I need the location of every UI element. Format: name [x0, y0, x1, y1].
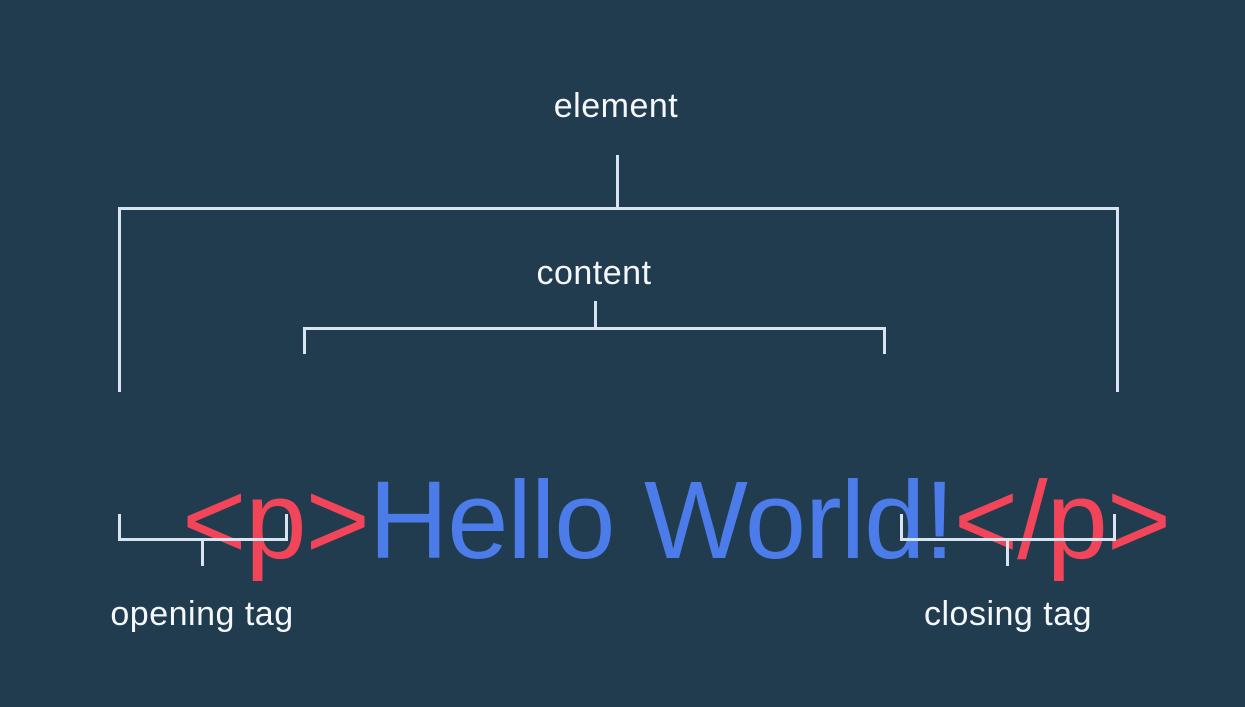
content-stem-line — [594, 301, 597, 328]
content-label: content — [536, 254, 652, 292]
opening-tag-code: <p> — [182, 459, 370, 582]
closing-tag-bracket — [900, 514, 1116, 541]
element-bracket — [118, 207, 1119, 392]
element-stem-line — [616, 155, 619, 208]
content-code: Hello World! — [368, 459, 955, 582]
opening-tag-tick-line — [201, 540, 204, 566]
element-label: element — [553, 87, 679, 125]
code-line: <p>Hello World!</p> — [64, 356, 1171, 686]
closing-tag-label: closing tag — [923, 595, 1093, 633]
closing-tag-code: </p> — [953, 459, 1171, 582]
content-bracket — [303, 327, 886, 354]
closing-tag-tick-line — [1006, 540, 1009, 566]
opening-tag-bracket — [118, 514, 288, 541]
opening-tag-label: opening tag — [110, 595, 294, 633]
